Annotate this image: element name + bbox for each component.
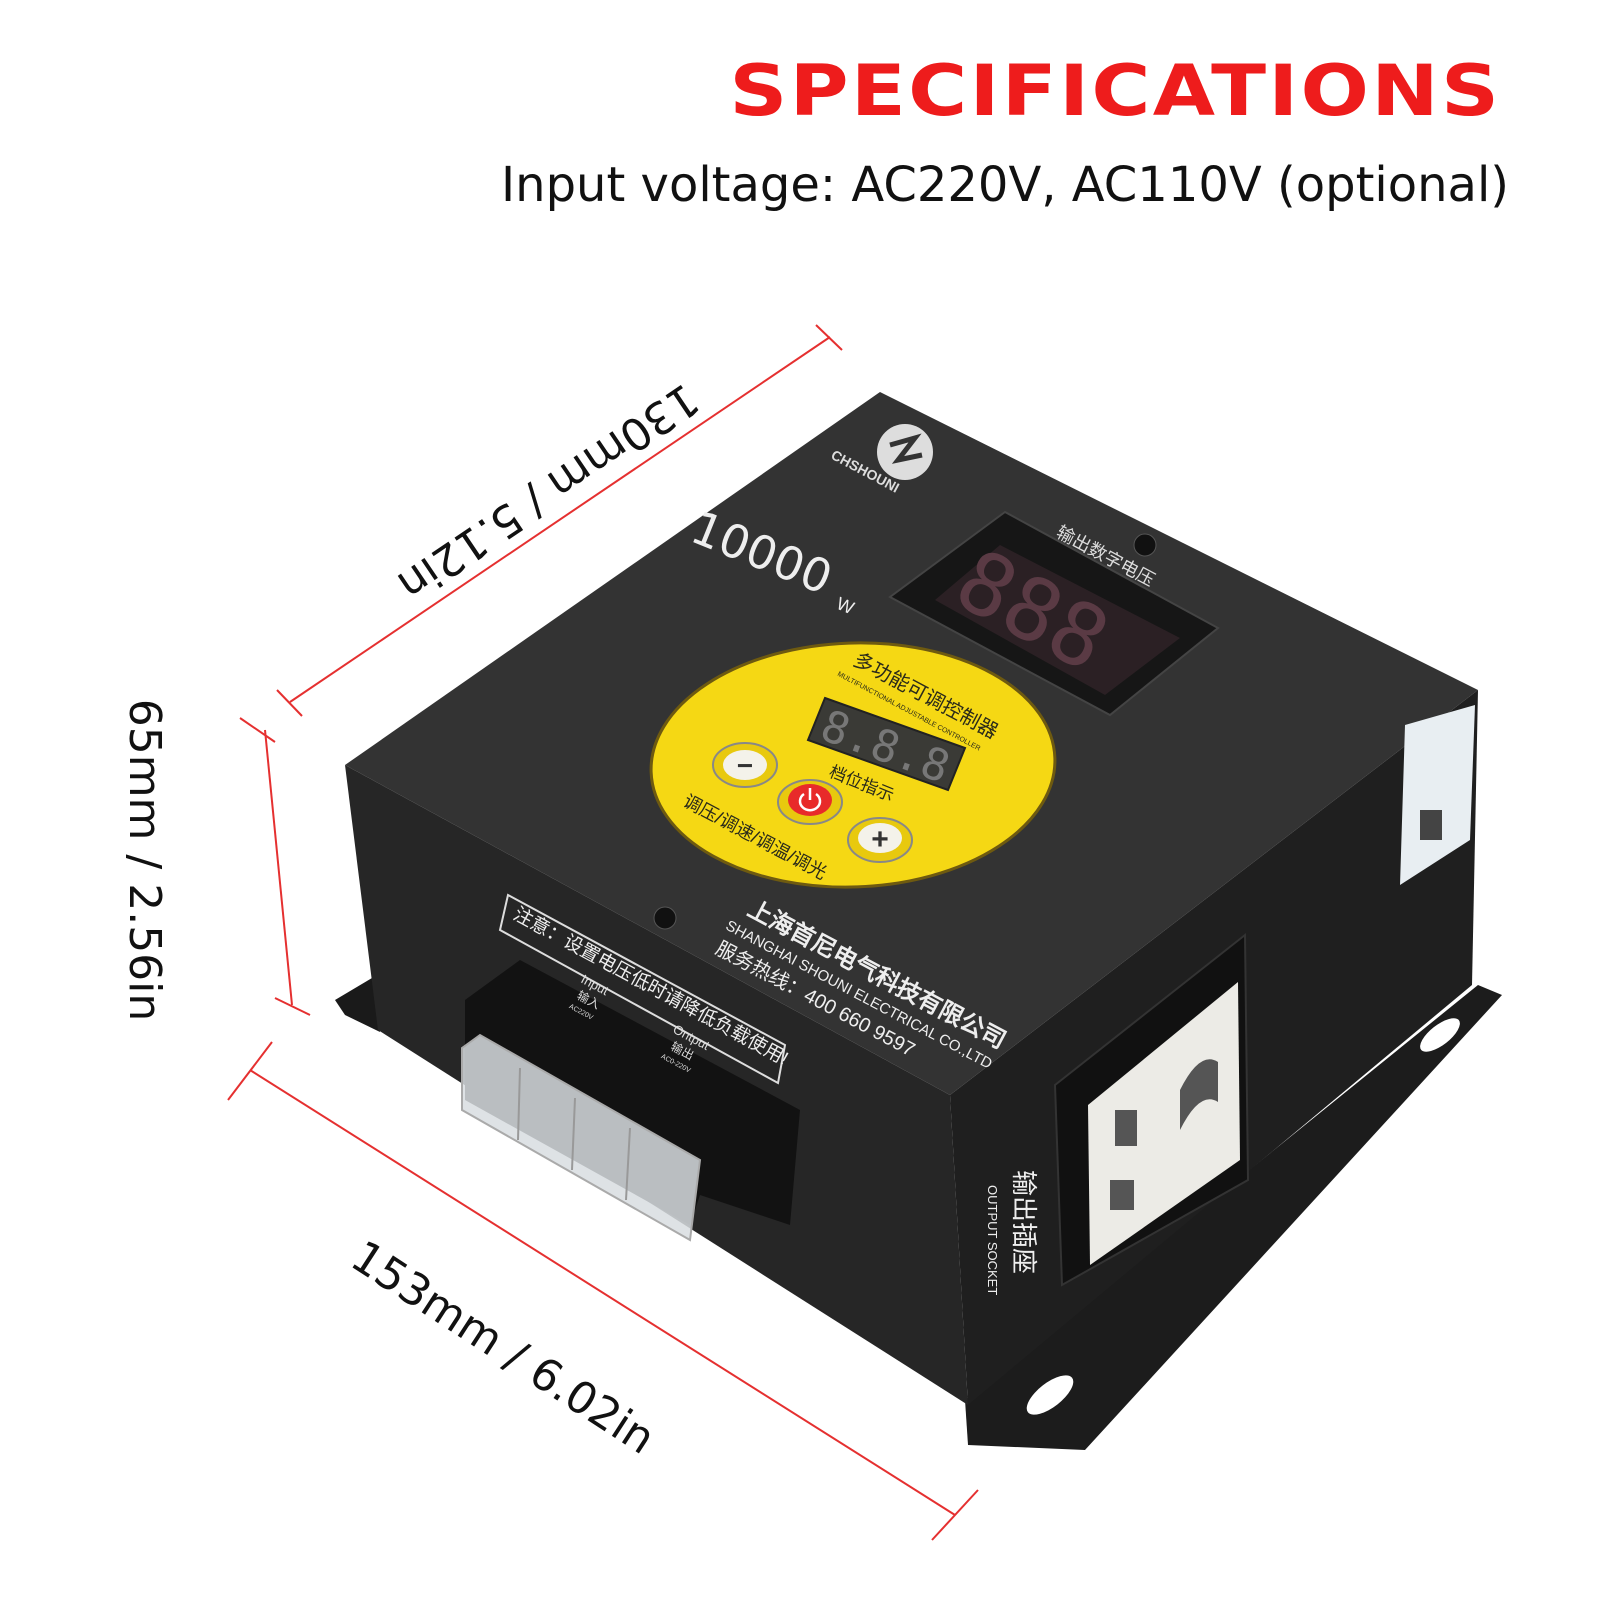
- gear-display: [806, 696, 967, 792]
- height-label: 65mm / 2.56in: [119, 699, 170, 1022]
- power-rating-unit: W: [834, 593, 857, 618]
- plus-button[interactable]: +: [847, 817, 913, 863]
- input-voltage-spec: Input voltage: AC220V, AC110V (optional): [501, 157, 1509, 213]
- socket-pin-hole: [1115, 1110, 1137, 1146]
- screw-icon: [1133, 533, 1157, 557]
- spec-sticker: [1400, 705, 1475, 885]
- page-title: SPECIFICATIONS: [729, 50, 1501, 132]
- qr-code: [1420, 810, 1442, 840]
- terminal-cover: [461, 1033, 702, 1242]
- notice-box: [498, 893, 787, 1085]
- flange-slot: [1026, 1375, 1074, 1415]
- socket-label-cn: 输出插座: [1009, 1170, 1039, 1274]
- height-dimension: [239, 717, 311, 1016]
- power-button[interactable]: [777, 779, 843, 825]
- minus-icon: −: [737, 750, 753, 781]
- socket-pin-hole: [1110, 1180, 1134, 1210]
- voltage-display-screen: [935, 545, 1180, 695]
- terminal-dividers: [517, 1067, 631, 1201]
- socket-pin-hole: [1180, 1059, 1218, 1130]
- depth-dimension: [276, 324, 843, 717]
- width-label: 153mm / 6.02in: [342, 1231, 664, 1465]
- power-icon: [798, 788, 822, 812]
- width-dimension: [227, 1041, 979, 1541]
- minus-button[interactable]: −: [712, 742, 778, 788]
- flange-slot: [1420, 1018, 1460, 1052]
- mounting-flange-right: [965, 985, 1502, 1450]
- terminal-block: [465, 960, 800, 1225]
- socket-label-en: OUTPUT SOCKET: [985, 1185, 1000, 1295]
- screw-icon: [653, 906, 677, 930]
- control-panel: [649, 641, 1057, 889]
- mounting-flange-left: [335, 978, 380, 1032]
- plus-icon: +: [871, 823, 889, 856]
